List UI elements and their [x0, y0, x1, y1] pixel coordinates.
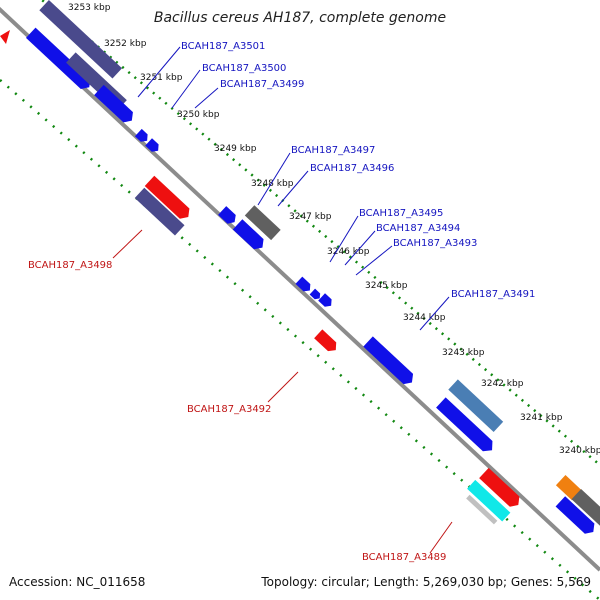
gene-label[interactable]: BCAH187_A3501: [181, 41, 265, 52]
tick-label: 3248 kbp: [251, 179, 294, 189]
gene-feature[interactable]: [467, 479, 511, 522]
gene-feature[interactable]: [555, 496, 598, 537]
genome-summary-text: Topology: circular; Length: 5,269,030 bp…: [261, 575, 591, 589]
gene-feature[interactable]: [318, 293, 334, 309]
gene-feature[interactable]: [314, 329, 340, 354]
gene-label[interactable]: BCAH187_A3498: [28, 260, 112, 271]
accession-text: Accession: NC_011658: [9, 575, 146, 589]
gene-label[interactable]: BCAH187_A3499: [220, 79, 304, 90]
gene-label[interactable]: BCAH187_A3496: [310, 163, 394, 174]
tick-label: 3241 kbp: [520, 413, 563, 423]
gene-feature[interactable]: [134, 187, 185, 236]
gene-label[interactable]: BCAH187_A3493: [393, 238, 477, 249]
leader-line: [344, 230, 376, 266]
leader-line: [355, 245, 393, 276]
tick-label: 3245 kbp: [365, 281, 408, 291]
gene-feature[interactable]: [555, 475, 582, 501]
gene-feature[interactable]: [232, 219, 267, 252]
gene-label[interactable]: BCAH187_A3492: [187, 404, 271, 415]
tick-label: 3253 kbp: [68, 3, 111, 13]
gene-feature[interactable]: [571, 488, 600, 527]
leader-line: [419, 296, 450, 331]
gene-feature[interactable]: [363, 336, 416, 387]
map-title: Bacillus cereus AH187, complete genome: [154, 10, 446, 26]
gene-feature[interactable]: [479, 467, 523, 510]
gene-feature[interactable]: [466, 494, 498, 525]
tick-label: 3247 kbp: [289, 212, 332, 222]
leader-line: [171, 69, 201, 109]
tick-label: 3243 kbp: [442, 348, 485, 358]
gene-feature[interactable]: [145, 138, 161, 154]
leader-line: [257, 152, 291, 206]
gene-feature[interactable]: [94, 84, 136, 126]
gene-feature[interactable]: [218, 206, 239, 226]
gene-feature[interactable]: [39, 0, 123, 79]
tick-label: 3246 kbp: [327, 247, 370, 257]
gene-label[interactable]: BCAH187_A3500: [202, 63, 286, 74]
leader-line: [277, 170, 309, 207]
leader-line: [329, 215, 359, 263]
reverse-leaders: [112, 229, 453, 554]
forward-leaders: [137, 46, 450, 331]
gene-label[interactable]: BCAH187_A3489: [362, 552, 446, 563]
leader-line: [267, 371, 299, 403]
gene-feature[interactable]: [309, 288, 323, 302]
gene-feature[interactable]: [244, 205, 281, 241]
gene-feature[interactable]: [25, 27, 94, 93]
tick-label: 3250 kbp: [177, 110, 220, 120]
genome-backbone: [0, 6, 600, 572]
tick-label: 3252 kbp: [104, 39, 147, 49]
leader-line: [112, 229, 143, 259]
gene-label[interactable]: BCAH187_A3491: [451, 289, 535, 300]
gene-feature[interactable]: [436, 397, 497, 455]
gene-label[interactable]: BCAH187_A3494: [376, 223, 460, 234]
leader-line: [137, 46, 181, 98]
tick-label: 3249 kbp: [214, 144, 257, 154]
tick-label: 3244 kbp: [403, 313, 446, 323]
gene-feature[interactable]: [295, 276, 313, 295]
gene-feature[interactable]: [0, 30, 10, 44]
leader-line: [194, 87, 219, 109]
reverse-tick-track: [0, 79, 600, 600]
gene-features: [0, 0, 600, 537]
gene-feature[interactable]: [144, 175, 193, 222]
tick-label: 3251 kbp: [140, 73, 183, 83]
leader-line: [429, 521, 453, 554]
gene-feature[interactable]: [134, 128, 151, 144]
tick-label: 3240 kbp: [559, 446, 600, 456]
gene-label[interactable]: BCAH187_A3495: [359, 208, 443, 219]
gene-feature[interactable]: [448, 379, 504, 432]
gene-label[interactable]: BCAH187_A3497: [291, 145, 375, 156]
tick-label: 3242 kbp: [481, 379, 524, 389]
